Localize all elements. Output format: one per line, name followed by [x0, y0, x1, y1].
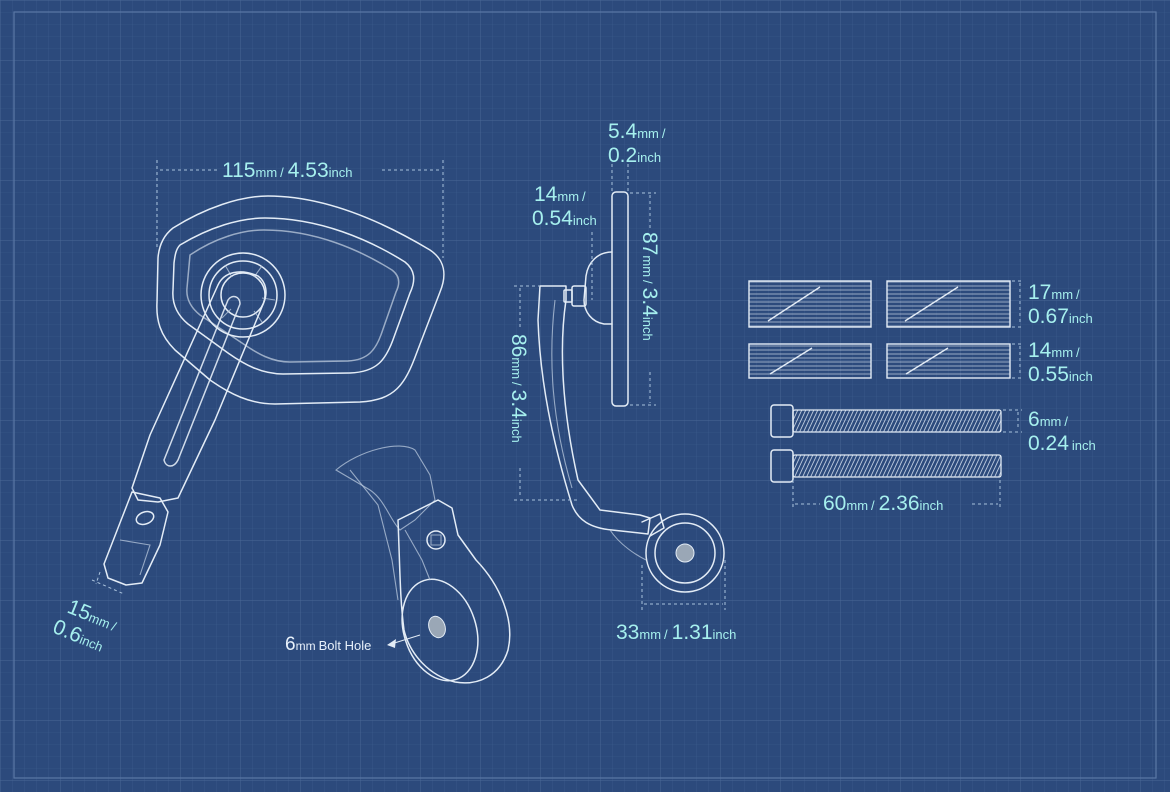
- spacer-small-2: [886, 343, 1011, 379]
- glass-thickness-mm: 5.4: [608, 120, 638, 143]
- bolt-hole-mm: 6: [285, 634, 296, 655]
- dim-clamp-diameter: 33mm/1.31inch: [616, 560, 736, 644]
- spacer-small-dim: 14mm/: [1028, 339, 1080, 362]
- mirror-front-view: [103, 195, 445, 586]
- bolt-hole-label: Bolt Hole: [319, 638, 372, 653]
- dim-glass-thickness: 5.4mm/ 0.2inch: [608, 120, 666, 192]
- side-clamp-join: [609, 529, 647, 561]
- clamp-body: [397, 499, 511, 684]
- clamp-detail: [119, 539, 151, 576]
- spacer-large-dim: 17mm/: [1028, 281, 1080, 304]
- bolt-2-shaft: [792, 454, 1002, 478]
- clamp-face: [401, 578, 479, 682]
- svg-text:0.55inch: 0.55inch: [1028, 363, 1093, 386]
- ghost-arm-edge: [349, 469, 399, 601]
- ball-mount-outer: [200, 252, 286, 338]
- side-arm-edge: [551, 299, 573, 489]
- side-clamp-inner: [654, 522, 716, 584]
- bolt-hole-arrow: [387, 639, 396, 648]
- side-clamp-bolt: [675, 543, 695, 563]
- clamp-screw: [426, 530, 446, 550]
- svg-text:86mm/3.4inch: 86mm/3.4inch: [507, 334, 530, 443]
- spacer-large-1: [748, 280, 872, 328]
- clamp-diameter-mm: 33: [616, 621, 639, 644]
- mirror-arm: [131, 271, 267, 503]
- svg-text:5.4mm/: 5.4mm/: [608, 120, 666, 143]
- svg-text:0.2inch: 0.2inch: [608, 144, 661, 167]
- mirror-width-inch: 4.53: [288, 159, 329, 182]
- dim-mirror-width: 115mm/4.53inch: [156, 159, 444, 258]
- bolt-1-shaft: [792, 409, 1002, 433]
- mirror-width-mm: 115: [222, 159, 255, 182]
- ball-joint-collar: [563, 289, 573, 303]
- svg-text:14mm/: 14mm/: [534, 183, 586, 206]
- svg-text:115mm/4.53inch: 115mm/4.53inch: [222, 159, 353, 182]
- clamp-inner-edge: [404, 529, 431, 581]
- bolt-length-dim: 60mm/2.36inch: [823, 492, 943, 515]
- blueprint-frame: [13, 11, 1157, 779]
- dim-glass-height: 87mm/3.4inch: [630, 192, 661, 406]
- ball-mount-notches: [221, 264, 276, 323]
- bolt-diameter-dim: 6mm/: [1028, 408, 1068, 431]
- clamp-bolt: [135, 510, 155, 526]
- arm-height-inch: 3.4: [507, 390, 530, 420]
- ball-joint-inch: 0.54: [532, 207, 573, 230]
- glass-height-inch: 3.4: [638, 288, 661, 318]
- ball-mount-mid: [208, 260, 278, 330]
- spacers-group: 17mm/ 0.67inch 14mm/ 0.55inch: [748, 280, 1093, 386]
- dim-ball-joint: 14mm/ 0.54inch: [532, 183, 597, 300]
- mirror-glass-edge: [186, 229, 400, 363]
- side-clamp-notch: [641, 513, 665, 537]
- mirror-clamp: [103, 491, 169, 586]
- svg-text:0.54inch: 0.54inch: [532, 207, 597, 230]
- ball-mount-inner: [220, 272, 266, 318]
- ghost-arm-outline: [335, 445, 436, 531]
- dim-arm-height: 86mm/3.4inch: [507, 285, 578, 501]
- mirror-side-view: [537, 191, 725, 593]
- bolt-hole: [428, 615, 446, 639]
- mirror-arm-slot: [163, 295, 241, 467]
- side-clamp-outer: [645, 513, 725, 593]
- ball-joint-side: [583, 251, 613, 325]
- mirror-head-inner: [172, 217, 415, 375]
- side-arm: [537, 285, 651, 535]
- glass-thickness-inch: 0.2: [608, 144, 637, 167]
- svg-text:33mm/1.31inch: 33mm/1.31inch: [616, 621, 736, 644]
- svg-text:0.67inch: 0.67inch: [1028, 305, 1093, 328]
- svg-text:87mm/3.4inch: 87mm/3.4inch: [638, 232, 661, 341]
- mirror-glass-side: [611, 191, 629, 407]
- clamp-screw-hex: [430, 534, 442, 546]
- clamp-diameter-inch: 1.31: [672, 621, 713, 644]
- ball-joint-mm: 14: [534, 183, 558, 206]
- arm-height-mm: 86: [507, 334, 530, 357]
- glass-height-mm: 87: [638, 232, 661, 255]
- mirror-head-outer: [156, 195, 445, 405]
